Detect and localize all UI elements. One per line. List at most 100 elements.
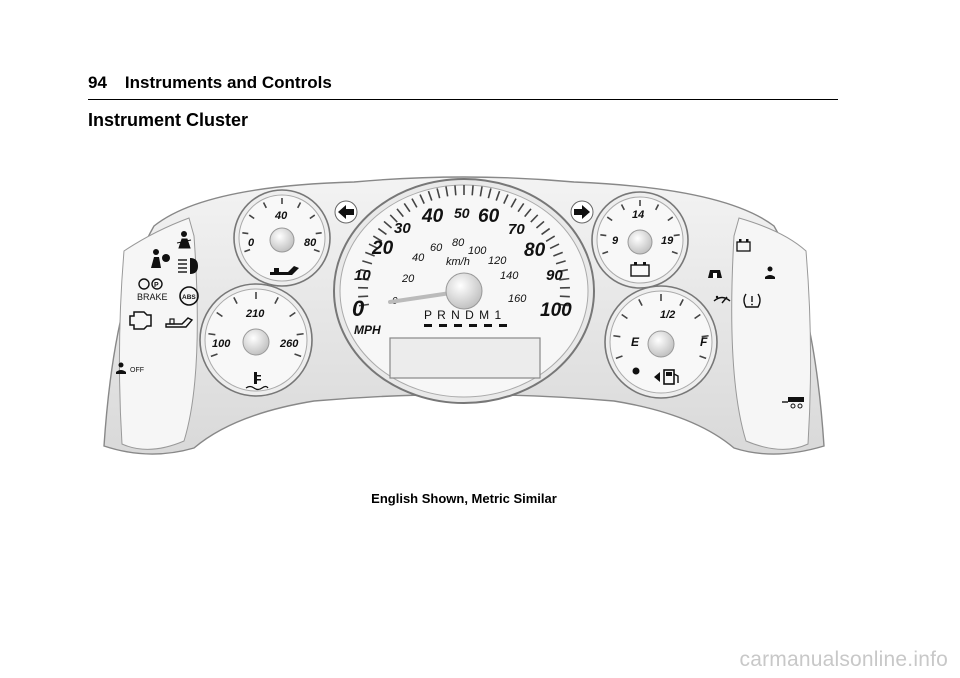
odometer-display <box>389 337 541 379</box>
oil-min: 0 <box>248 237 255 249</box>
figure-caption: English Shown, Metric Similar <box>371 491 557 506</box>
fuel-gauge: E 1/2 F <box>604 285 718 399</box>
gauge-tick <box>368 243 379 250</box>
gauge-tick <box>638 299 643 307</box>
check-engine-icon <box>129 311 152 330</box>
kmh-unit: km/h <box>446 256 470 268</box>
gauge-tick <box>208 332 216 336</box>
gauge-tick <box>309 214 316 220</box>
gauge-tick <box>396 208 404 218</box>
airbag-icon <box>151 249 170 268</box>
section-name: Instruments and Controls <box>124 73 332 92</box>
gauge-tick <box>541 227 551 236</box>
kmh-label-60: 60 <box>430 242 443 254</box>
gauge-tick <box>558 303 570 307</box>
gauge-tick <box>210 353 218 358</box>
gauge-tick <box>262 202 268 209</box>
gauge-tick <box>383 220 393 229</box>
gauge-tick <box>372 235 383 242</box>
gauge-tick <box>510 198 517 208</box>
mph-label-90: 90 <box>546 267 563 284</box>
gauge-tick <box>600 233 607 237</box>
oil-can-icon <box>270 266 299 275</box>
gauge-tick <box>694 313 701 320</box>
voltmeter-gauge: 9 14 19 <box>591 191 689 289</box>
gauge-tick <box>362 260 373 265</box>
seatbelt-reminder-icon <box>176 231 192 249</box>
gauge-tick <box>671 250 678 255</box>
gauge-tick <box>701 334 709 338</box>
temp-max: 260 <box>279 338 299 350</box>
gauge-tick <box>274 297 279 305</box>
temp-mid: 210 <box>245 308 265 320</box>
kmh-label-20: 20 <box>401 273 415 285</box>
turn-signal-left-icon <box>334 200 358 224</box>
speedometer-hub <box>445 272 483 310</box>
gauge-tick <box>294 353 302 358</box>
gauge-tick <box>248 214 255 220</box>
gauge-tick <box>545 235 556 242</box>
gauge-tick <box>495 190 501 201</box>
gauge-tick <box>549 243 560 250</box>
abs-label: ABS <box>182 294 196 301</box>
battery-icon <box>630 262 650 277</box>
gauge-tick <box>419 194 425 204</box>
mph-label-20: 20 <box>371 238 394 259</box>
brake-label: BRAKE <box>137 292 168 302</box>
gauge-tick <box>436 188 441 199</box>
gauge-tick <box>403 202 411 213</box>
gauge-tick <box>358 295 369 298</box>
gauge-tick <box>360 268 371 273</box>
gauge-tick <box>216 311 223 318</box>
mph-unit: MPH <box>354 323 381 337</box>
kmh-label-80: 80 <box>452 237 465 249</box>
fuel-low-indicator-icon <box>632 367 640 375</box>
watermark: carmanualsonline.info <box>739 648 948 671</box>
abs-warning-icon: ABS <box>179 286 199 306</box>
gauge-tick <box>667 216 674 222</box>
cruise-control-icon <box>713 295 731 304</box>
volt-min: 9 <box>612 235 619 247</box>
gauge-tick <box>555 260 566 265</box>
trailer-icon <box>782 397 804 409</box>
fuel-door-arrow-icon <box>654 372 660 382</box>
gauge-tick <box>358 303 370 307</box>
gauge-tick <box>699 355 707 360</box>
gauge-tick <box>517 202 525 213</box>
svg-text:P: P <box>154 282 159 289</box>
coolant-temperature-gauge: 100 210 260 <box>199 283 313 397</box>
gauge-tick <box>296 332 304 336</box>
page-title: Instrument Cluster <box>88 110 249 130</box>
coolant-thermometer-icon <box>245 372 269 391</box>
gauge-tick <box>487 188 492 199</box>
temp-min: 100 <box>212 338 231 350</box>
fuel-half: 1/2 <box>660 309 675 321</box>
mph-label-80: 80 <box>524 240 546 261</box>
gear-indicator: P R N D M 1 <box>424 308 502 322</box>
security-icon <box>708 270 722 278</box>
fuel-full: F <box>700 335 708 349</box>
stabilitrak-icon <box>765 266 775 279</box>
gauge-tick <box>557 268 568 273</box>
mph-label-40: 40 <box>421 206 444 227</box>
gauge-tick <box>315 231 322 235</box>
gauge-tick <box>559 295 570 298</box>
kmh-label-100: 100 <box>468 245 487 257</box>
traction-off-label: OFF <box>130 367 144 374</box>
right-telltale-panel <box>731 217 812 450</box>
mph-label-10: 10 <box>354 267 371 284</box>
gauge-tick <box>615 355 623 360</box>
gauge-tick <box>427 190 433 201</box>
gauge-tick <box>535 220 545 229</box>
gauge-tick <box>553 251 563 257</box>
oil-max: 80 <box>304 237 317 249</box>
gauge-tick <box>621 313 628 320</box>
gauge-tick <box>454 185 457 196</box>
gauge-tick <box>613 334 621 338</box>
mph-label-60: 60 <box>478 206 500 227</box>
gauge-tick <box>530 214 539 223</box>
tire-pressure-icon <box>743 293 761 308</box>
mph-label-0: 0 <box>352 296 365 321</box>
speedometer: 0 10 20 30 40 50 60 70 80 90 100 0 20 40… <box>333 178 595 404</box>
